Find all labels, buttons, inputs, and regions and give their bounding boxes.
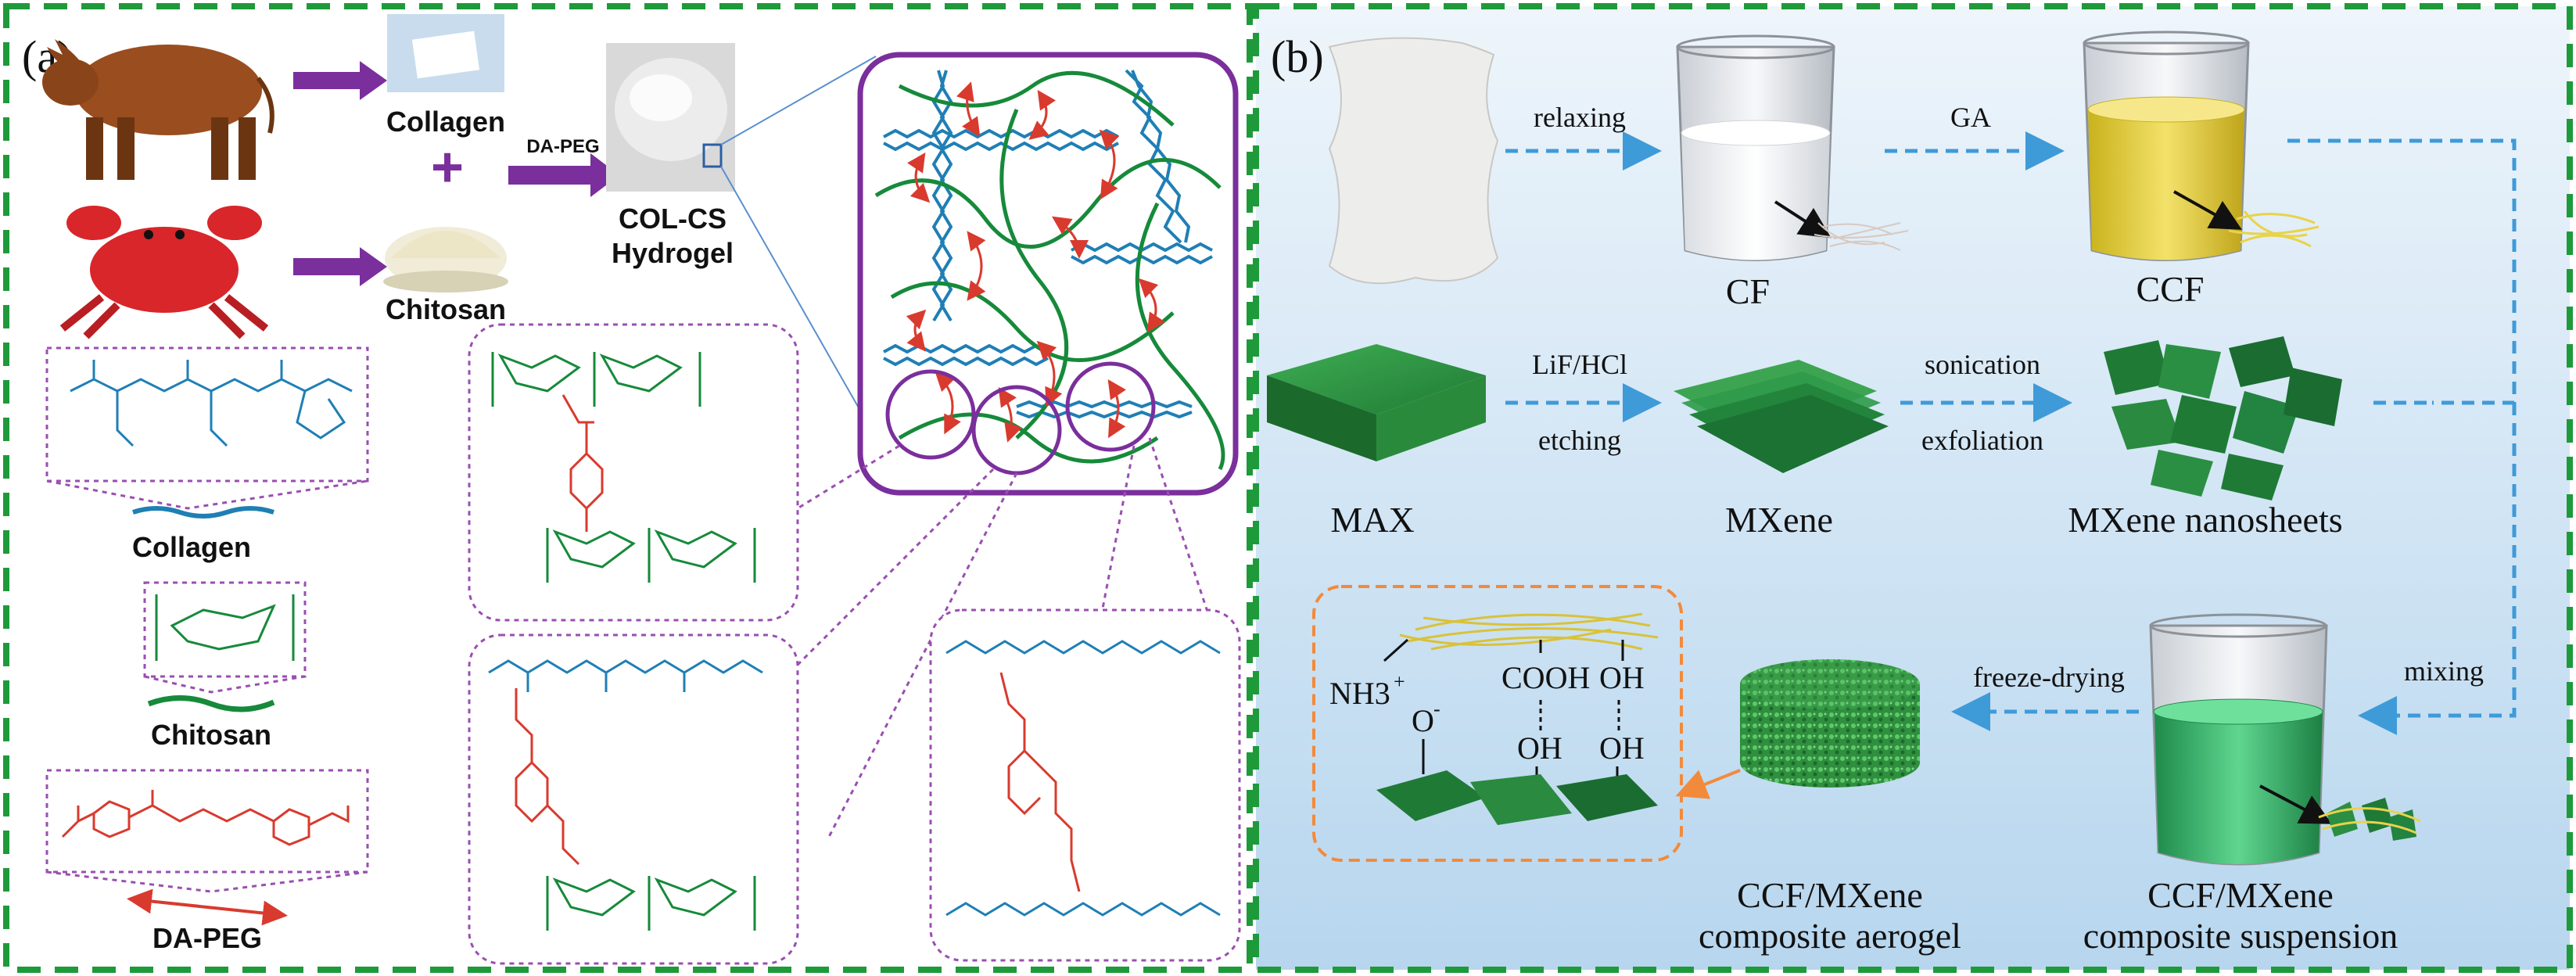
step-lif: LiF/HCl: [1532, 349, 1627, 380]
crosslink-group: [906, 81, 1165, 443]
collagen-structure-label: Collagen: [132, 531, 251, 563]
connector-ccf-to-mixing-top: [2287, 138, 2517, 405]
zoom-box: [702, 143, 723, 168]
connector-to-mixing: [2358, 403, 2517, 735]
chitosan-label: Chitosan: [386, 293, 506, 325]
chitosan-powder-image: [383, 227, 508, 292]
aerogel-image: [1740, 659, 1920, 788]
chem-oh-right: OH: [1599, 730, 1645, 766]
cf-fibers-image: [1814, 222, 1909, 251]
highlight-circle-1: [885, 369, 976, 460]
interaction-callout: NH3 + O - COOH OH OH OH: [1312, 585, 1683, 862]
step-freeze: freeze-drying: [1973, 662, 2125, 693]
collagen-structure: [45, 346, 369, 518]
label-mxene: MXene: [1725, 500, 1833, 540]
aerogel-zoom-arrow: [1675, 769, 1741, 799]
panel-b-label: (b): [1271, 31, 1324, 82]
beaker-suspension: [2149, 613, 2328, 866]
beaker-cf: [1676, 34, 1835, 261]
ccf-fibers-image: [2228, 210, 2319, 248]
cow-to-collagen-arrow: [293, 61, 387, 100]
suspension-pointer-arrow: [2259, 784, 2333, 824]
callout-chitosan-crosslink: [468, 323, 799, 622]
label-nanosheets: MXene nanosheets: [2068, 500, 2342, 540]
chem-oh-top: OH: [1599, 660, 1645, 695]
crab-icon: [59, 206, 269, 339]
chem-plus-sup: +: [1394, 670, 1405, 693]
mxene-nanosheets-image: [2104, 336, 2342, 501]
chitosan-chain-group: [874, 70, 1225, 471]
chitosan-structure-label: Chitosan: [151, 719, 271, 751]
highlight-circle-3: [1065, 361, 1156, 452]
chem-minus-sup: -: [1433, 698, 1440, 720]
callout-collagen-chitosan-crosslink: [468, 633, 799, 965]
callout-collagen-crosslink: [929, 608, 1241, 962]
ccf-pointer-arrow: [2173, 190, 2242, 230]
panel-b: (b) CF: [1253, 3, 2573, 973]
cf-pointer-arrow: [1774, 200, 1832, 239]
hydrogel-label-line1: COL-CS: [619, 203, 727, 235]
aerogel-label-line1: CCF/MXene: [1737, 875, 1923, 915]
beaker-ccf: [2083, 30, 2250, 261]
mxene-layers-image: [1674, 360, 1889, 473]
dapeg-arrow-label: DA-PEG: [526, 136, 599, 157]
label-ccf: CCF: [2137, 269, 2205, 309]
suspension-fibers-image: [2318, 798, 2421, 841]
network-box: [857, 52, 1239, 496]
chem-nh3: NH3: [1329, 676, 1390, 711]
label-max: MAX: [1330, 500, 1414, 540]
step-sonication: sonication: [1925, 349, 2040, 380]
suspension-label-line2: composite suspension: [2083, 916, 2398, 956]
dapeg-structure: [45, 769, 369, 926]
step-mixing: mixing: [2404, 655, 2484, 687]
callout-mxene-sheets: [1376, 770, 1658, 825]
cow-icon: [42, 39, 274, 180]
zoom-line-top: [720, 56, 877, 145]
callout-fibers: [1399, 612, 1659, 651]
chem-cooh: COOH: [1501, 660, 1590, 695]
chem-oh-mid: OH: [1517, 730, 1562, 766]
chitosan-structure: [143, 581, 307, 712]
suspension-label-line1: CCF/MXene: [2147, 875, 2334, 915]
plus-sign: +: [431, 136, 464, 199]
step-ga: GA: [1950, 102, 1991, 133]
collagen-label: Collagen: [386, 106, 505, 138]
step-relaxing: relaxing: [1534, 102, 1626, 133]
step-exfoliation: exfoliation: [1921, 425, 2043, 456]
aerogel-label-line2: composite aerogel: [1699, 916, 1961, 956]
zoom-line-bottom: [720, 166, 877, 439]
hydrogel-label-line2: Hydrogel: [612, 237, 734, 269]
step-etching: etching: [1538, 425, 1621, 456]
panel-a: (a) Collagen +: [3, 3, 1253, 973]
crab-to-chitosan-arrow: [293, 247, 387, 286]
leather-hide-image: [1328, 37, 1499, 285]
chem-o: O: [1412, 703, 1434, 738]
dapeg-structure-label: DA-PEG: [152, 922, 262, 954]
dapeg-reaction-arrow: [508, 153, 619, 197]
max-block-image: [1267, 344, 1486, 461]
hydrogel-disc-image: [606, 43, 735, 192]
label-cf: CF: [1726, 271, 1770, 311]
